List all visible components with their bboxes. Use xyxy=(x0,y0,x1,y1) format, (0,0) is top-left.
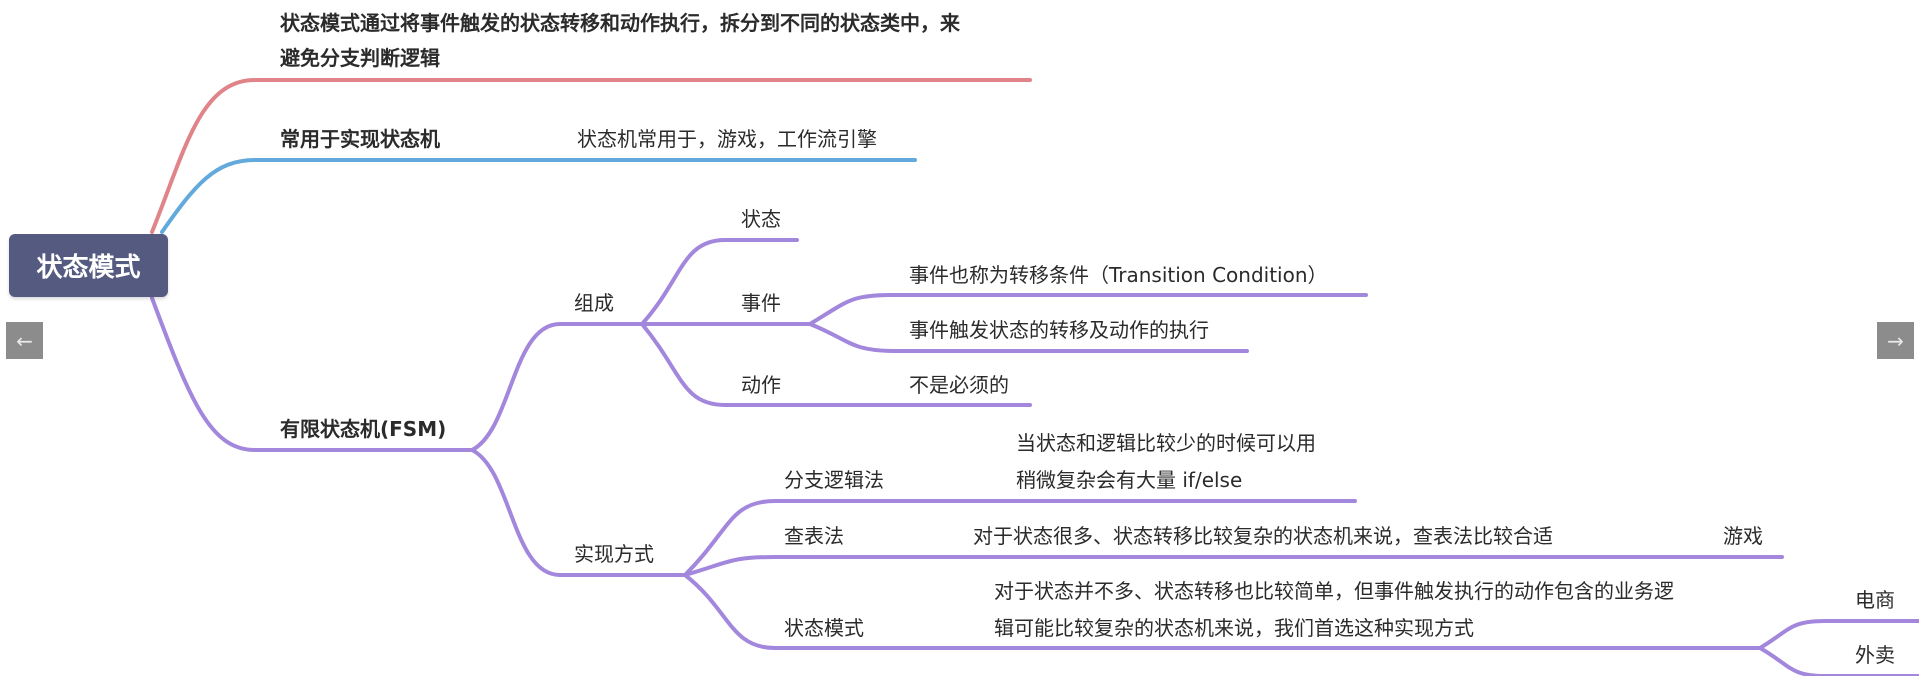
node-description-line2[interactable]: 避免分支判断逻辑 xyxy=(280,46,440,70)
arrow-left-icon: ← xyxy=(16,328,33,353)
node-event-detail-1[interactable]: 事件也称为转移条件（Transition Condition） xyxy=(909,263,1328,287)
connector-composition-action xyxy=(640,322,1032,407)
node-example-takeaway[interactable]: 外卖 xyxy=(1855,643,1895,667)
root-node[interactable]: 状态模式 xyxy=(9,234,168,297)
connector-statepattern-takeaway xyxy=(1758,646,1919,676)
node-lookup-table[interactable]: 查表法 xyxy=(784,524,844,548)
node-implementation[interactable]: 实现方式 xyxy=(574,542,654,566)
connector-impl-lookup xyxy=(683,555,1784,577)
node-branch-logic-line1[interactable]: 当状态和逻辑比较少的时候可以用 xyxy=(1016,431,1316,455)
node-state-pattern-line2[interactable]: 辑可能比较复杂的状态机来说，我们首选这种实现方式 xyxy=(994,616,1474,640)
node-lookup-table-detail[interactable]: 对于状态很多、状态转移比较复杂的状态机来说，查表法比较合适 xyxy=(973,524,1553,548)
connector-event-detail1 xyxy=(808,293,1368,326)
node-fsm[interactable]: 有限状态机(FSM) xyxy=(280,417,447,441)
node-action-detail[interactable]: 不是必须的 xyxy=(909,373,1009,397)
node-branch-logic-line2[interactable]: 稍微复杂会有大量 if/else xyxy=(1016,468,1243,492)
connector-root-desc xyxy=(150,78,1032,234)
connector-impl-statepattern xyxy=(683,573,1762,650)
node-lookup-table-example[interactable]: 游戏 xyxy=(1723,524,1763,548)
arrow-right-icon: → xyxy=(1887,328,1904,353)
prev-arrow-button[interactable]: ← xyxy=(6,322,43,359)
node-branch-logic[interactable]: 分支逻辑法 xyxy=(784,468,884,492)
connector-statepattern-ecommerce xyxy=(1758,619,1919,650)
node-example-ecommerce[interactable]: 电商 xyxy=(1855,588,1895,612)
node-description-line1[interactable]: 状态模式通过将事件触发的状态转移和动作执行，拆分到不同的状态类中，来 xyxy=(280,11,960,35)
connector-root-fsm xyxy=(150,296,474,452)
node-state[interactable]: 状态 xyxy=(741,207,781,231)
connector-root-usage xyxy=(160,158,917,234)
connector-fsm-implementation xyxy=(470,448,687,577)
next-arrow-button[interactable]: → xyxy=(1877,322,1914,359)
node-event-detail-2[interactable]: 事件触发状态的转移及动作的执行 xyxy=(909,318,1209,342)
connector-fsm-composition xyxy=(470,322,644,452)
node-composition[interactable]: 组成 xyxy=(574,291,614,315)
connector-impl-branch xyxy=(683,499,1357,577)
node-event[interactable]: 事件 xyxy=(741,291,781,315)
connector-event-detail2 xyxy=(808,322,1249,353)
connector-composition-state xyxy=(640,238,799,326)
node-state-pattern[interactable]: 状态模式 xyxy=(784,616,864,640)
node-usage-detail[interactable]: 状态机常用于，游戏，工作流引擎 xyxy=(577,127,877,151)
node-action[interactable]: 动作 xyxy=(741,373,781,397)
node-usage[interactable]: 常用于实现状态机 xyxy=(280,127,440,151)
node-state-pattern-line1[interactable]: 对于状态并不多、状态转移也比较简单，但事件触发执行的动作包含的业务逻 xyxy=(994,579,1674,603)
